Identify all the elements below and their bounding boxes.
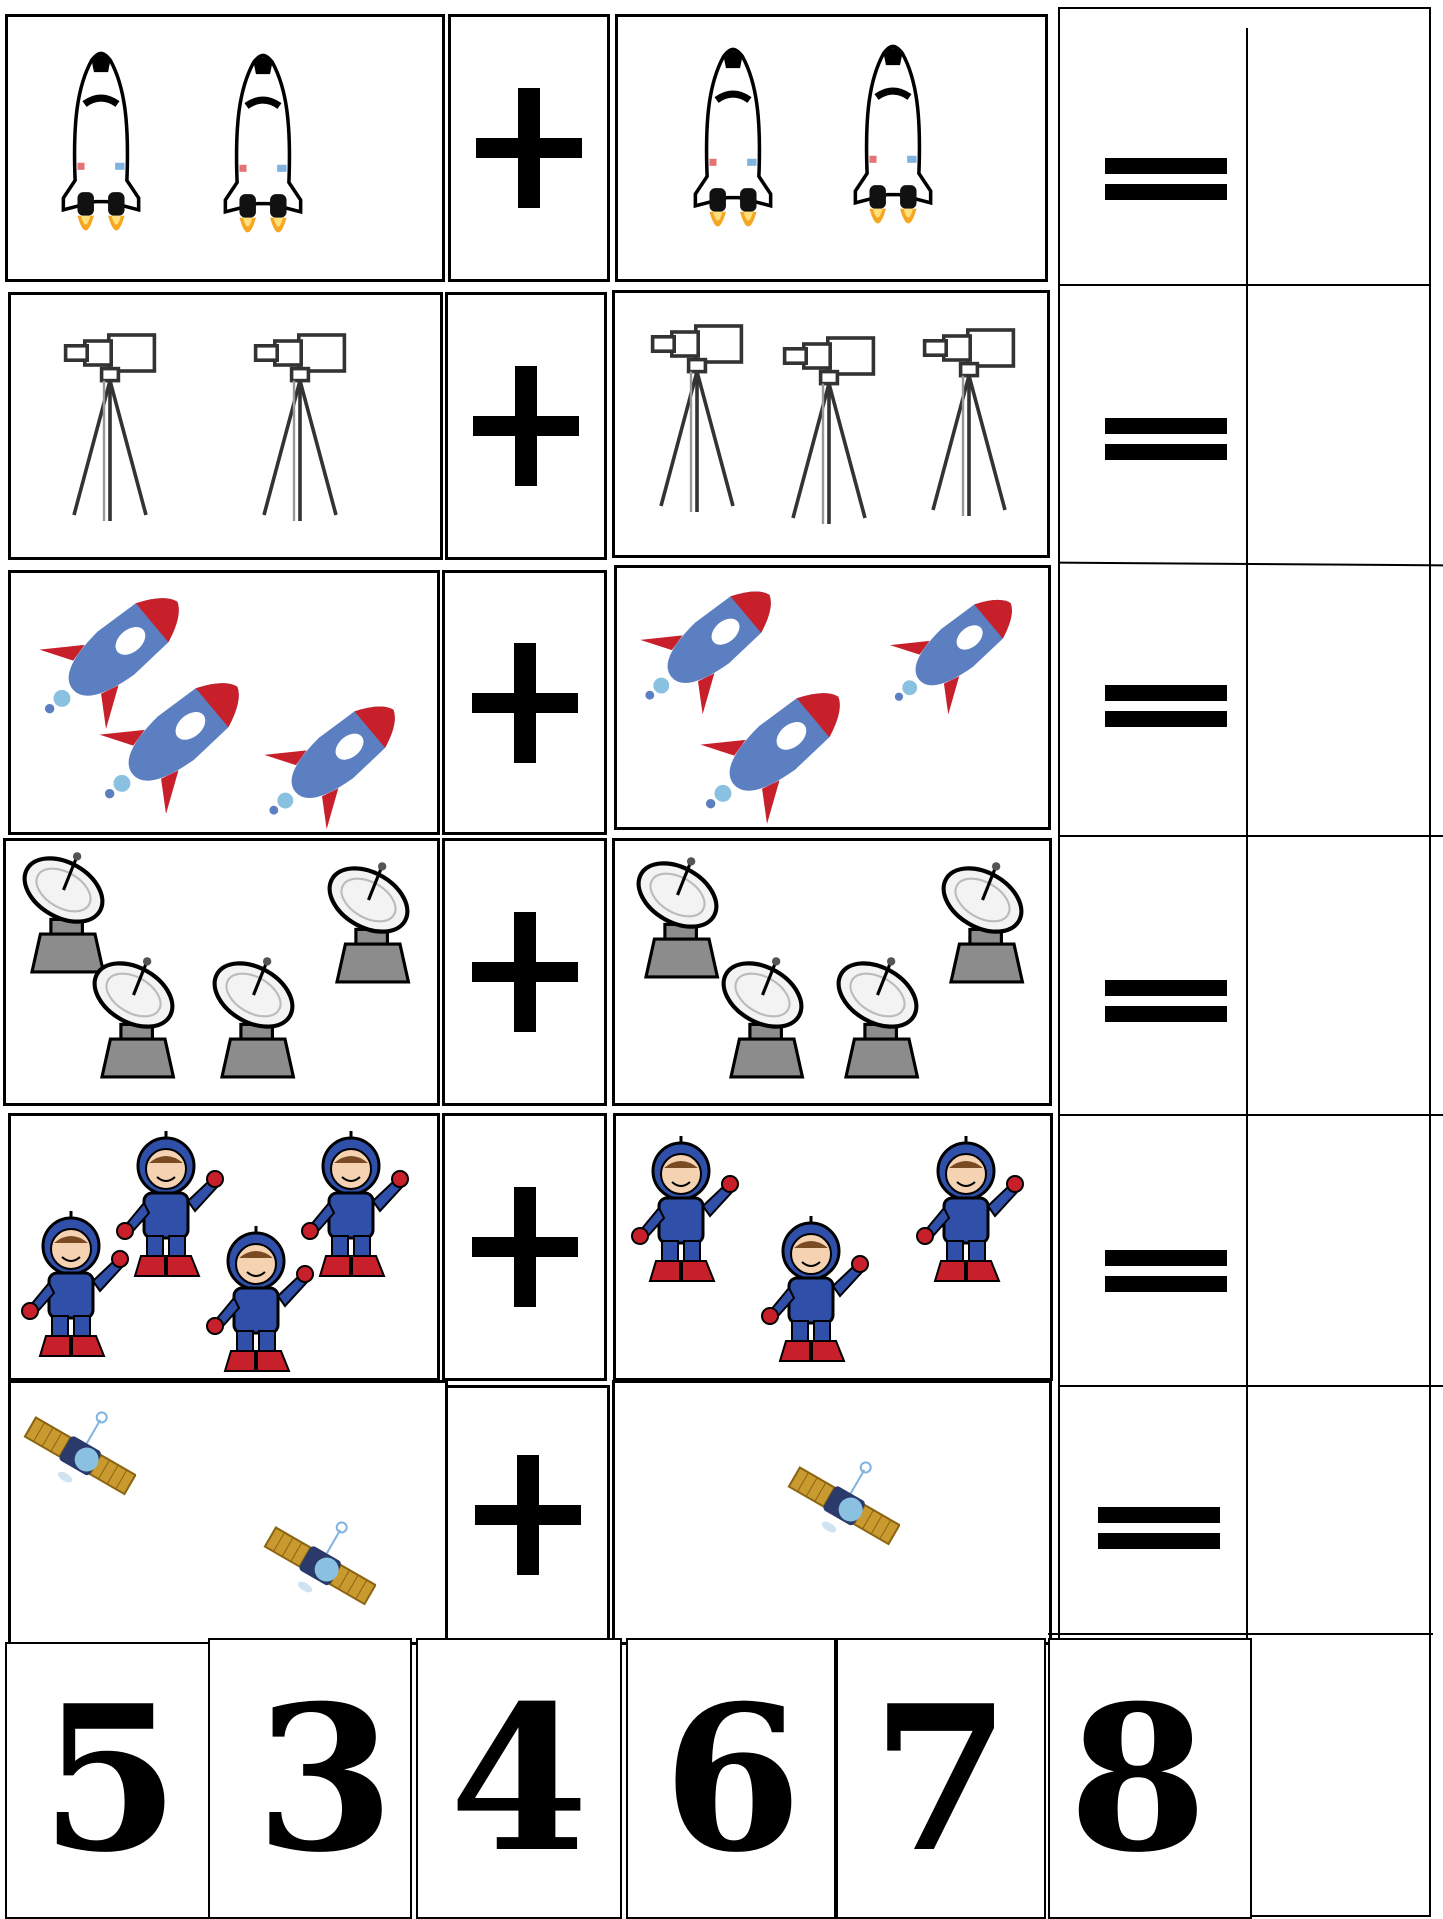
equals-column-frame (1058, 7, 1431, 1917)
plus-sign (442, 570, 607, 835)
equals-column-divider (1246, 28, 1248, 1648)
astronaut-icon (911, 1136, 1031, 1286)
row-5-right-box (613, 1113, 1053, 1381)
satellite-dish-icon (710, 931, 815, 1101)
answer-card-number: 3 (255, 1662, 395, 1897)
answer-card[interactable] (1048, 1638, 1252, 1919)
row-2-right-box (612, 290, 1050, 558)
satellite-icon (780, 1433, 900, 1583)
astronaut-icon (296, 1131, 416, 1281)
row-divider (1058, 1114, 1443, 1116)
answer-card-number: 7 (871, 1662, 1011, 1897)
answer-card-number: 8 (1068, 1662, 1208, 1897)
row-divider (1058, 835, 1443, 837)
answer-card[interactable] (416, 1638, 622, 1919)
row-3-right-box (614, 565, 1051, 830)
row-6-right-box (612, 1380, 1052, 1645)
plus-sign (442, 838, 607, 1106)
satellite-dish-icon (81, 931, 186, 1101)
telescope-icon (643, 311, 763, 521)
plus-sign (445, 292, 607, 560)
rocket-icon (677, 668, 877, 828)
equals-sign (1105, 685, 1227, 729)
equals-sign (1105, 418, 1227, 462)
satellite-icon (16, 1388, 136, 1528)
space-shuttle-icon (668, 47, 798, 247)
space-shuttle-icon (198, 53, 328, 253)
answer-card-number: 5 (40, 1662, 180, 1897)
satellite-dish-icon (201, 931, 306, 1101)
plus-sign (445, 1385, 610, 1645)
answer-card-number: 6 (662, 1662, 803, 1897)
row-divider (1058, 284, 1431, 286)
rocket-icon (236, 683, 436, 833)
satellite-dish-icon (316, 846, 421, 996)
row-5-left-box (8, 1113, 440, 1381)
telescope-icon (246, 320, 366, 530)
row-6-left-box (8, 1380, 448, 1645)
telescope-icon (56, 320, 176, 530)
equals-sign (1098, 1507, 1220, 1551)
telescope-icon (915, 315, 1035, 525)
row-2-left-box (8, 292, 443, 560)
satellite-dish-icon (825, 931, 930, 1101)
satellite-icon (256, 1493, 376, 1643)
plus-sign (442, 1113, 607, 1381)
row-3-left-box (8, 570, 440, 835)
row-1-right-box (615, 14, 1048, 282)
answer-card[interactable] (626, 1638, 836, 1919)
row-divider (1048, 1633, 1433, 1635)
plus-sign (448, 14, 610, 282)
row-4-left-box (3, 838, 440, 1106)
row-1-left-box (5, 14, 445, 282)
row-4-right-box (612, 838, 1052, 1106)
equals-sign (1105, 980, 1227, 1024)
answer-card-number: 4 (449, 1662, 589, 1897)
astronaut-icon (626, 1136, 746, 1286)
satellite-dish-icon (930, 846, 1035, 996)
rocket-icon (857, 578, 1057, 718)
answer-card[interactable] (5, 1642, 210, 1919)
row-divider (1058, 1385, 1443, 1387)
space-shuttle-icon (828, 44, 958, 244)
answer-card[interactable] (836, 1638, 1046, 1919)
answer-card[interactable] (208, 1638, 412, 1919)
telescope-icon (775, 323, 895, 533)
equals-sign (1105, 1250, 1227, 1294)
space-shuttle-icon (36, 51, 166, 251)
astronaut-icon (756, 1216, 876, 1366)
equals-sign (1105, 158, 1227, 202)
